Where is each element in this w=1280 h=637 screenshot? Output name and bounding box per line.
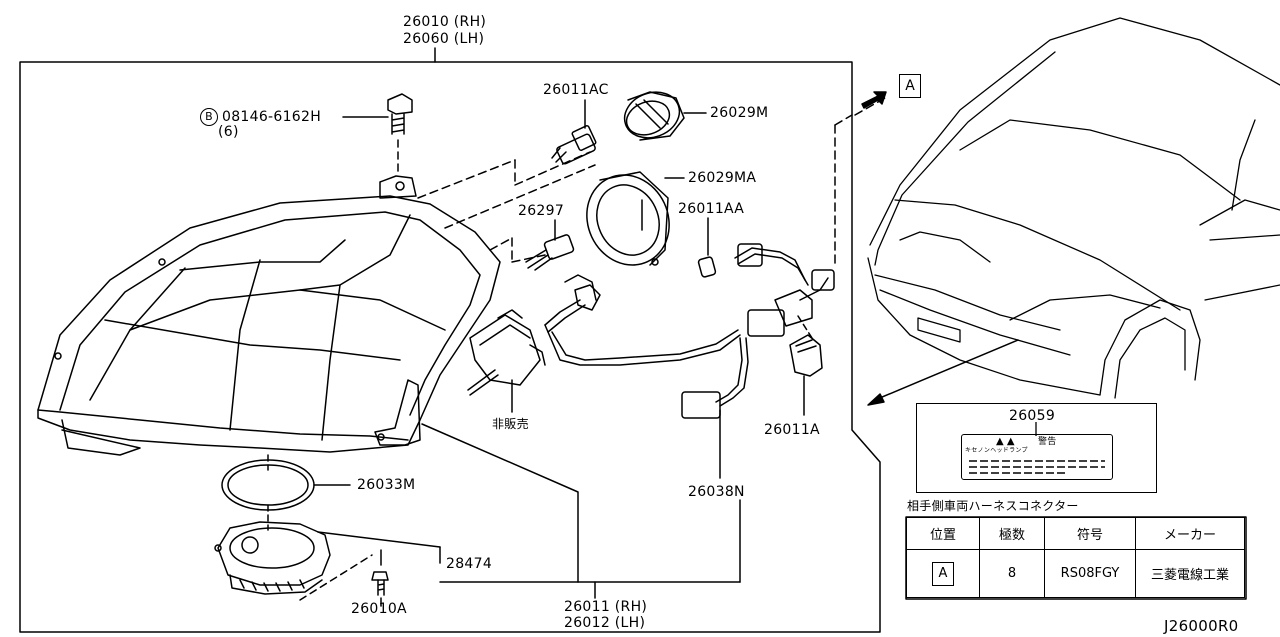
warning-label-part: 26059	[1009, 408, 1056, 424]
table-header-position: 位置	[906, 517, 980, 550]
screw-26010A	[371, 549, 389, 607]
table-cell-position: A	[906, 549, 980, 598]
bolt-08146	[387, 93, 413, 173]
table-cell-poles: 8	[979, 549, 1045, 598]
table-row: A 8 RS08FGY 三菱電線工業	[906, 549, 1245, 598]
warning-label-leader	[1035, 422, 1037, 436]
ring-26029MA	[586, 171, 685, 266]
table-header-code: 符号	[1044, 517, 1136, 550]
part-label-28474: 28474	[446, 556, 493, 572]
part-label-26033M: 26033M	[357, 477, 416, 493]
assembly-label-lh: 26060 (LH)	[403, 31, 485, 47]
table-header-maker: メーカー	[1135, 517, 1245, 550]
part-label-26029MA: 26029MA	[688, 170, 757, 186]
assembly-label-rh: 26010 (RH)	[403, 14, 487, 30]
bolt-qty-label: (6)	[218, 124, 239, 140]
bottom-assembly-lh: 26012 (LH)	[564, 615, 646, 631]
bolt-part-label: 08146-6162H	[222, 109, 322, 125]
warning-triangle-icon: ▲ ▲	[996, 436, 1015, 447]
warning-subtext: キセノンヘッドランプ	[965, 447, 1028, 454]
socket-28474	[214, 521, 441, 595]
table-cell-maker: 三菱電線工業	[1135, 549, 1245, 598]
part-label-26011A: 26011A	[764, 422, 820, 438]
connector-ref-box: A	[899, 74, 921, 98]
vehicle-outline	[867, 17, 1280, 399]
part-label-26011AA: 26011AA	[678, 201, 745, 217]
bottom-assembly-rh: 26011 (RH)	[564, 599, 648, 615]
part-label-26029M: 26029M	[710, 105, 769, 121]
warning-text-lines	[969, 460, 1105, 474]
assembly-frame	[19, 61, 881, 633]
leveling-motor	[467, 309, 546, 413]
harness-table: 位置 極数 符号 メーカー A 8 RS08FGY 三菱電線工業	[906, 517, 1245, 598]
bolt-prefix-badge: B	[200, 108, 218, 126]
part-label-26297: 26297	[518, 203, 565, 219]
bulb-26297	[525, 219, 575, 271]
bulb-26011AC	[551, 99, 597, 165]
harness-26038N	[544, 243, 835, 479]
table-header-poles: 極数	[979, 517, 1045, 550]
table-cell-code: RS08FGY	[1044, 549, 1136, 598]
warning-plate: ▲ ▲ 警告 キセノンヘッドランプ	[961, 434, 1113, 480]
part-label-26011AC: 26011AC	[543, 82, 609, 98]
headlamp-housing	[37, 175, 501, 456]
table-cell-position-box: A	[932, 561, 954, 586]
harness-table-title: 相手側車両ハーネスコネクター	[907, 499, 1079, 513]
diagram-code: J26000R0	[1164, 617, 1239, 635]
bulb-26011A	[789, 315, 823, 416]
part-label-26038N: 26038N	[688, 484, 745, 500]
table-header-row: 位置 極数 符号 メーカー	[906, 517, 1245, 550]
bulb-26011AA	[697, 217, 717, 278]
vehicle-leader	[874, 339, 1019, 401]
warning-heading: 警告	[1038, 437, 1057, 447]
gasket-26033M	[221, 454, 351, 531]
cap-26029M	[623, 91, 707, 141]
connector-arrow	[861, 91, 887, 109]
warning-label-panel: 26059 ▲ ▲ 警告 キセノンヘッドランプ	[916, 403, 1157, 493]
part-label-not-sold: 非販売	[492, 417, 529, 431]
part-label-26010A: 26010A	[351, 601, 407, 617]
